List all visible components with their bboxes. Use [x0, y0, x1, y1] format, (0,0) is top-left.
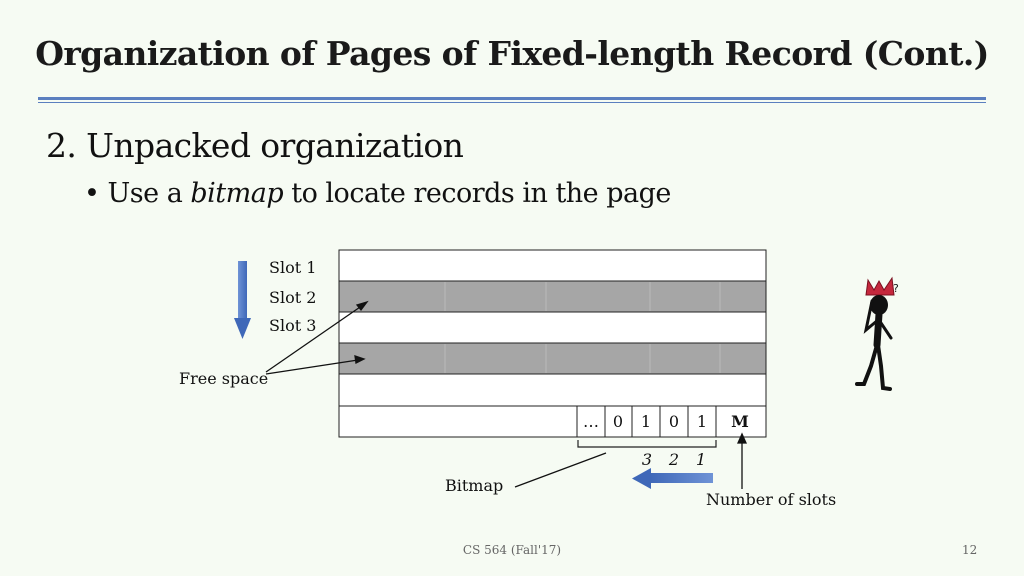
bullet-marker: •	[84, 178, 100, 209]
svg-text:?: ?	[893, 282, 899, 295]
bitmap-cell-bit: 0	[669, 412, 679, 431]
confused-figure-icon: ?	[855, 276, 899, 391]
bullet-point: • Use a bitmap to locate records in the …	[84, 178, 671, 209]
down-arrow-icon	[234, 261, 251, 339]
bitmap-cell-bit: 1	[641, 412, 651, 431]
pointer-lines	[265, 300, 748, 489]
bullet-text-post: to locate records in the page	[283, 178, 671, 209]
slot-row-4	[338, 342, 767, 375]
page-number: 12	[962, 543, 978, 557]
slot-row-3	[338, 311, 767, 344]
slot-row-2	[338, 280, 767, 313]
slot-number: 2	[668, 450, 679, 469]
slot-label-3: Slot 3	[269, 316, 317, 335]
free-space-label: Free space	[179, 369, 269, 388]
left-arrow-icon	[632, 468, 713, 489]
footer-course: CS 564 (Fall'17)	[462, 543, 562, 557]
bitmap-brace	[577, 440, 717, 448]
bitmap-label: Bitmap	[445, 476, 504, 495]
slide-title: Organization of Pages of Fixed-length Re…	[35, 34, 989, 73]
number-of-slots-label: Number of slots	[706, 490, 837, 509]
slot-row-1	[338, 249, 767, 282]
bullet-text-pre: Use a	[107, 178, 191, 209]
slot-number: 3	[642, 450, 652, 469]
bitmap-cell-bit: 1	[697, 412, 707, 431]
bitmap-cell-ellipsis: …	[583, 412, 599, 431]
num-slots-cell: M	[731, 412, 749, 431]
bitmap-cells	[576, 406, 717, 437]
page-footer-row	[338, 405, 767, 438]
slot-label-2: Slot 2	[269, 288, 317, 307]
title-rule-thin	[38, 102, 986, 103]
slot-label-1: Slot 1	[269, 258, 317, 277]
title-rule	[38, 97, 986, 100]
slot-row-5	[338, 373, 767, 407]
field-separators	[444, 282, 721, 373]
bitmap-cell-bit: 0	[613, 412, 623, 431]
bullet-text-emphasis: bitmap	[190, 178, 284, 209]
slot-number: 1	[696, 450, 706, 469]
section-heading: 2. Unpacked organization	[46, 126, 464, 165]
